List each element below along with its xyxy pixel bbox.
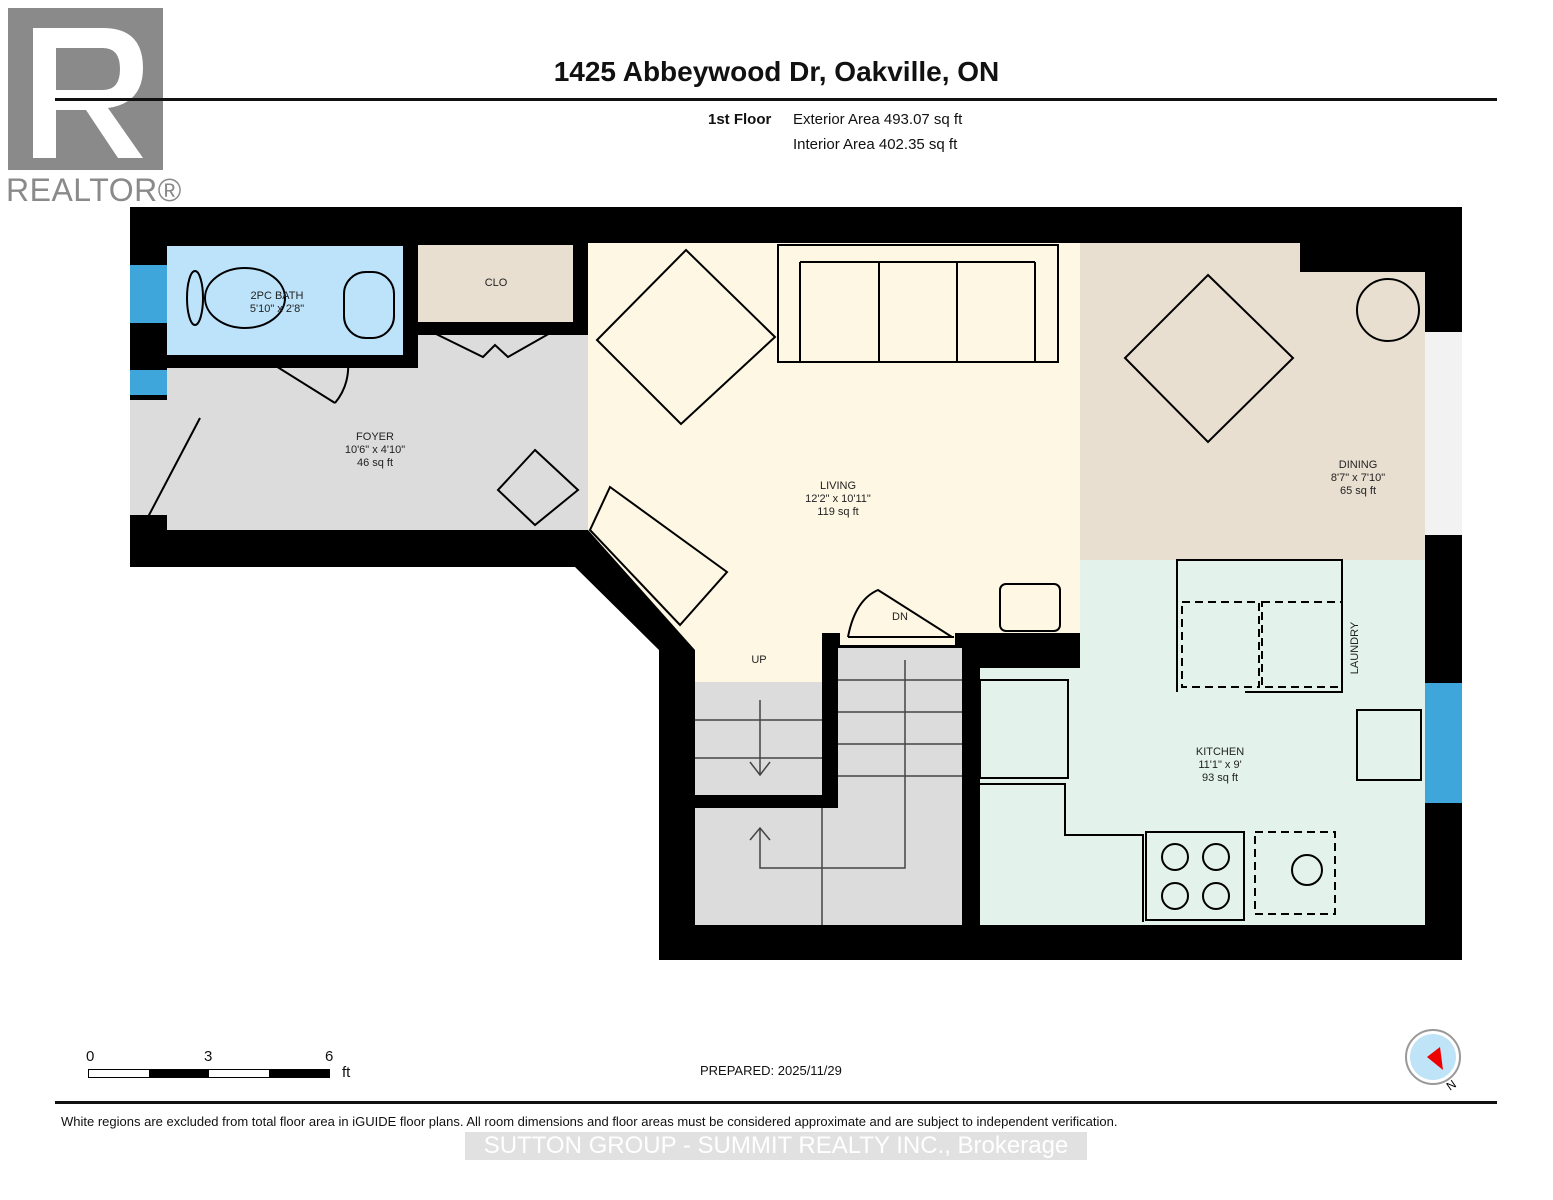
living-dims: 12'2" x 10'11": [805, 493, 871, 505]
stair-treads: [695, 660, 962, 925]
divider: [55, 98, 1497, 101]
dining-area: 65 sq ft: [1340, 485, 1376, 497]
foyer-name: FOYER: [356, 431, 394, 443]
stairs-landing: [695, 808, 962, 925]
realtor-logo-text: REALTOR®: [6, 172, 182, 208]
stairs-up: [695, 682, 822, 795]
foyer-dims: 10'6" x 4'10": [345, 444, 405, 456]
stairs-down: [838, 648, 962, 808]
realtor-r-icon: [33, 28, 143, 158]
scale-bar: [88, 1069, 330, 1078]
prepared-date: PREPARED: 2025/11/29: [700, 1063, 842, 1078]
room-kitchen: [980, 560, 1425, 925]
disclaimer: White regions are excluded from total fl…: [61, 1114, 1118, 1129]
window: [130, 370, 167, 395]
scale-unit: ft: [342, 1064, 351, 1081]
foyer-area: 46 sq ft: [357, 457, 393, 469]
stairs-up-label: UP: [751, 654, 766, 666]
closet-name: CLO: [485, 277, 508, 289]
realtor-logo: [8, 8, 163, 170]
page-title: 1425 Abbeywood Dr, Oakville, ON: [553, 56, 1000, 87]
room-dining: [1080, 243, 1425, 560]
interior-area: Interior Area 402.35 sq ft: [793, 136, 958, 153]
living-area: 119 sq ft: [817, 506, 858, 518]
exterior-area: Exterior Area 493.07 sq ft: [793, 111, 963, 128]
sliding-door: [1425, 332, 1462, 535]
scale-tick-3: 3: [204, 1048, 213, 1065]
kitchen-name: KITCHEN: [1196, 746, 1244, 758]
window: [1425, 683, 1462, 803]
furniture: [147, 244, 1422, 922]
floor-label: 1st Floor: [708, 111, 772, 128]
bath-name: 2PC BATH: [251, 290, 304, 302]
window: [130, 265, 167, 323]
compass-north: N: [1444, 1077, 1459, 1093]
kitchen-dims: 11'1" x 9': [1198, 759, 1241, 771]
kitchen-area: 93 sq ft: [1202, 772, 1238, 784]
stairs-down-label: DN: [892, 611, 908, 623]
room-foyer: [167, 335, 588, 530]
laundry-label: LAUNDRY: [1349, 621, 1361, 674]
dining-name: DINING: [1339, 459, 1378, 471]
scale-tick-6: 6: [325, 1048, 334, 1065]
compass-icon: N: [1405, 1029, 1461, 1093]
dining-dims: 8'7" x 7'10": [1331, 472, 1385, 484]
room-closet: [418, 245, 573, 322]
floor-plan: 2PC BATH 5'10" x 2'8" CLO FOYER 10'6" x …: [130, 207, 1462, 960]
bath-dims: 5'10" x 2'8": [250, 303, 304, 315]
divider: [55, 1101, 1497, 1104]
entry-door-area: [130, 400, 167, 515]
scale-tick-0: 0: [86, 1048, 95, 1065]
brokerage-watermark: SUTTON GROUP - SUMMIT REALTY INC., Broke…: [465, 1132, 1087, 1160]
living-name: LIVING: [820, 480, 856, 492]
